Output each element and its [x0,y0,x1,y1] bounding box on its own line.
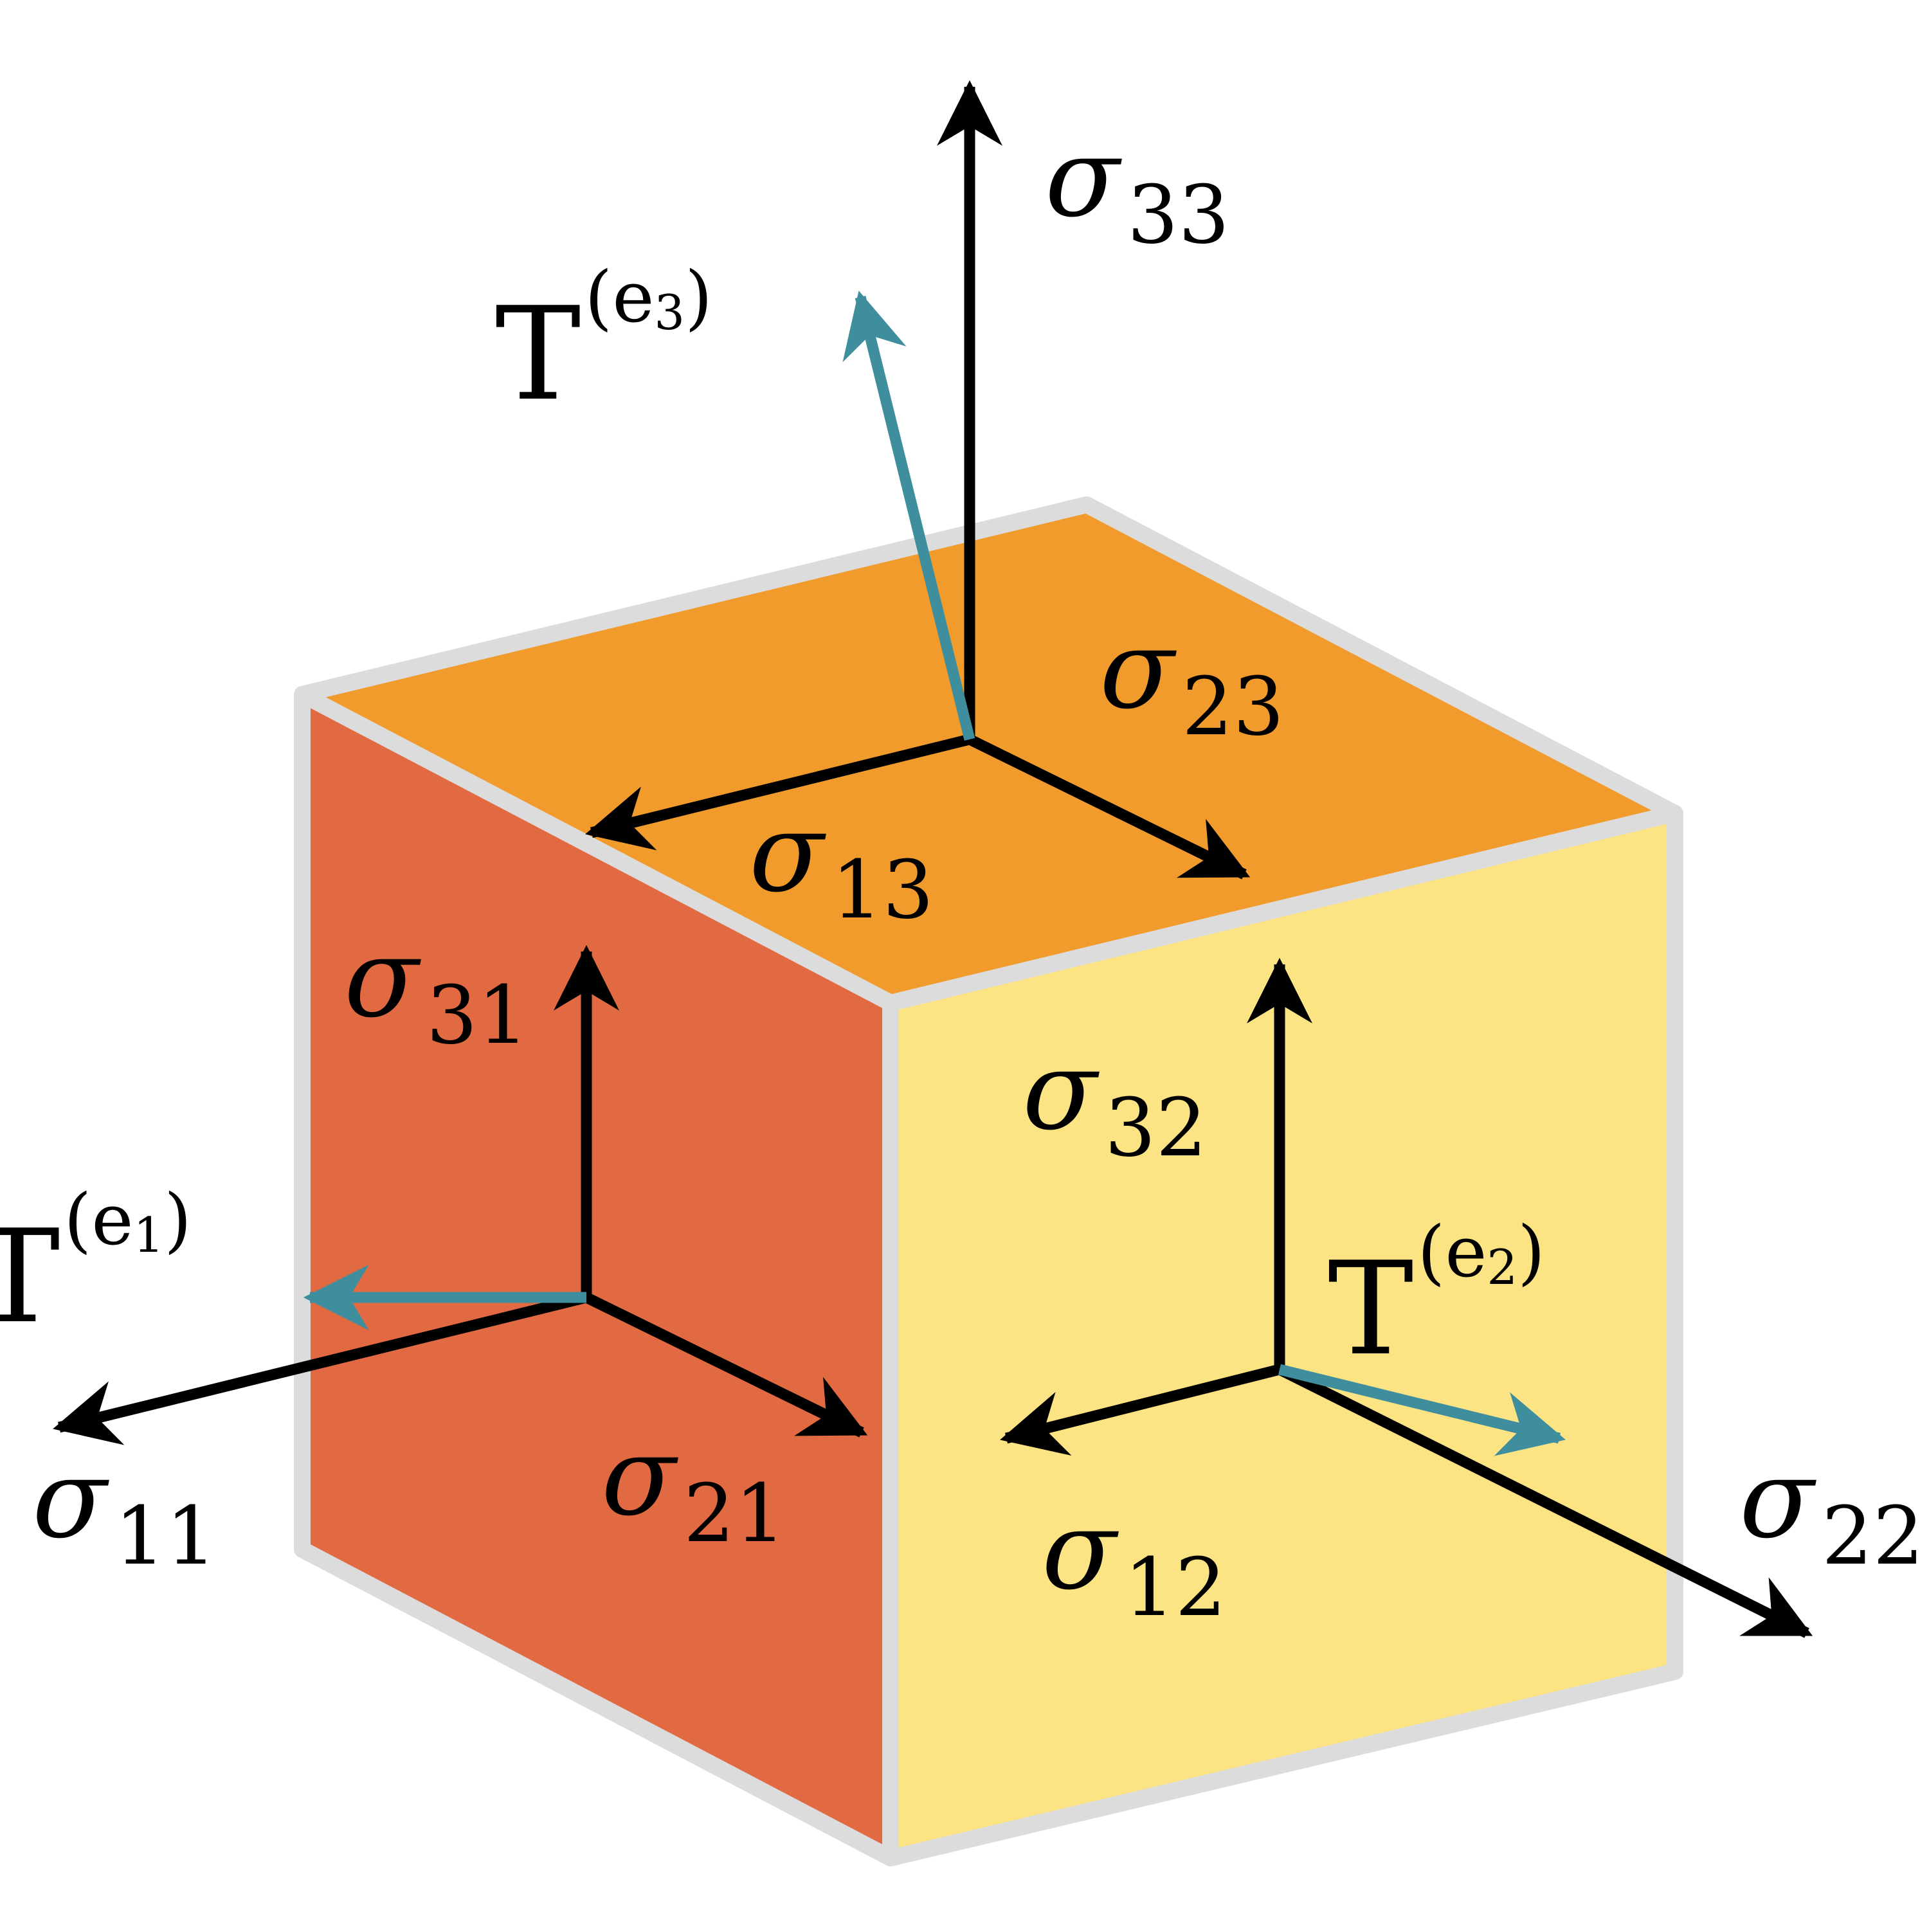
right-face-arrows [1000,957,1813,1638]
traction-labels: T(e3) T(e1) T(e2) [0,256,1545,1384]
traction-e2-arrow [1278,1364,1566,1456]
sigma23-arrow [967,734,1251,880]
sigma11-arrow [53,1292,588,1445]
traction-e3-arrow [842,291,975,741]
left-face-arrows [53,944,868,1445]
sigma32-label: σ32 [1022,1027,1207,1175]
traction-e2-label: T(e2) [1328,1211,1545,1384]
sigma13-label: σ13 [749,790,934,937]
sigma13-arrow [585,734,972,851]
traction-e1-label: T(e1) [0,1178,192,1352]
sigma33-label: σ33 [1045,114,1229,262]
sigma23-label: σ23 [1100,606,1284,754]
sigma21-label: σ21 [601,1413,786,1560]
top-face-arrows [585,80,1251,880]
stress-labels: σ33 σ23 σ13 σ31 σ32 σ21 σ11 σ12 σ22 [32,114,1924,1634]
sigma31-label: σ31 [344,915,529,1062]
sigma11-label: σ11 [32,1436,217,1583]
sigma12-label: σ12 [1042,1487,1226,1634]
sigma22-arrow [1277,1364,1813,1638]
sigma21-arrow [584,1292,868,1438]
traction-e3-label: T(e3) [495,256,712,429]
sigma12-arrow [1000,1364,1281,1456]
sigma22-label: σ22 [1739,1436,1924,1583]
cube [294,496,1683,1866]
